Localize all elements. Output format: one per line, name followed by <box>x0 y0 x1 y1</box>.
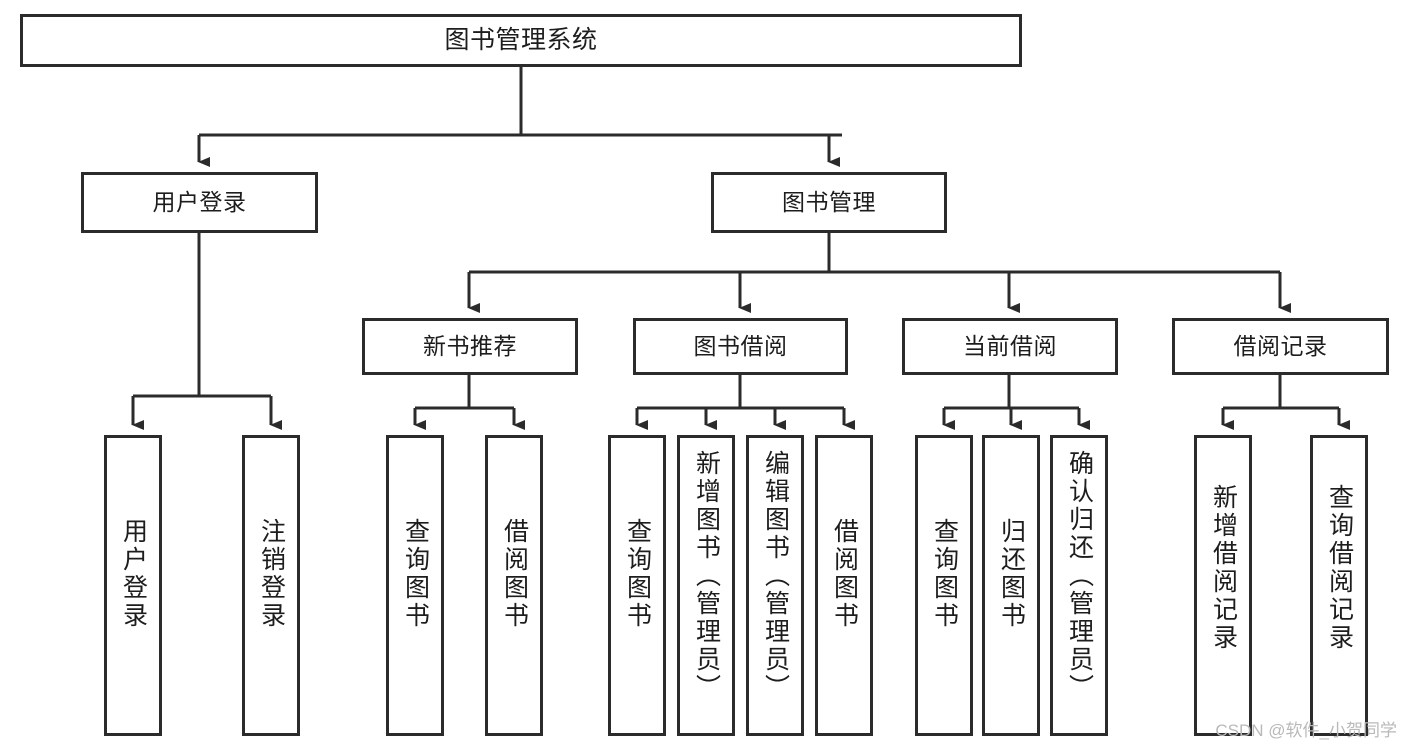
node-label: 查询借阅记录 <box>1325 484 1354 652</box>
node-label: 用户登录 <box>119 518 148 630</box>
node-label: 查询图书 <box>401 518 430 630</box>
csdn-watermark: CSDN @软件_小贺同学 <box>1215 721 1397 740</box>
node-label: 图书借阅 <box>693 333 788 360</box>
leaf-query-book-1[interactable]: 查询图书 <box>386 435 444 736</box>
node-new-book-recommend[interactable]: 新书推荐 <box>362 318 578 375</box>
leaf-logout-login[interactable]: 注销登录 <box>242 435 300 736</box>
leaf-add-record[interactable]: 新增借阅记录 <box>1194 435 1252 736</box>
node-book-borrow[interactable]: 图书借阅 <box>633 318 848 375</box>
leaf-return-book[interactable]: 归还图书 <box>982 435 1040 736</box>
node-label: 查询图书 <box>623 518 652 630</box>
node-borrow-record[interactable]: 借阅记录 <box>1172 318 1389 375</box>
leaf-borrow-book-1[interactable]: 借阅图书 <box>485 435 543 736</box>
node-label: 归还图书 <box>997 518 1026 630</box>
node-label: 编辑图书（管理员） <box>761 450 790 702</box>
node-label: 借阅记录 <box>1233 333 1328 360</box>
node-label: 查询图书 <box>930 518 959 630</box>
leaf-confirm-return[interactable]: 确认归还（管理员） <box>1050 435 1108 736</box>
node-label: 用户登录 <box>152 189 247 216</box>
leaf-borrow-book-2[interactable]: 借阅图书 <box>815 435 873 736</box>
node-label: 确认归还（管理员） <box>1065 450 1094 702</box>
node-label: 图书管理系统 <box>444 26 598 55</box>
leaf-query-book-3[interactable]: 查询图书 <box>915 435 973 736</box>
node-user-login[interactable]: 用户登录 <box>81 172 318 233</box>
leaf-query-book-2[interactable]: 查询图书 <box>608 435 666 736</box>
leaf-add-book[interactable]: 新增图书（管理员） <box>677 435 735 736</box>
node-label: 新增图书（管理员） <box>692 450 721 702</box>
leaf-user-login[interactable]: 用户登录 <box>104 435 162 736</box>
node-current-borrow[interactable]: 当前借阅 <box>902 318 1118 375</box>
node-label: 新增借阅记录 <box>1209 484 1238 652</box>
node-label: 注销登录 <box>257 518 286 630</box>
node-label: 新书推荐 <box>423 333 517 360</box>
leaf-edit-book[interactable]: 编辑图书（管理员） <box>746 435 804 736</box>
node-label: 图书管理 <box>782 189 876 216</box>
node-label: 借阅图书 <box>500 518 529 630</box>
leaf-query-record[interactable]: 查询借阅记录 <box>1310 435 1368 736</box>
node-label: 借阅图书 <box>830 518 859 630</box>
node-book-management-system[interactable]: 图书管理系统 <box>20 14 1022 67</box>
node-book-manage[interactable]: 图书管理 <box>711 172 947 233</box>
node-label: 当前借阅 <box>963 333 1057 360</box>
